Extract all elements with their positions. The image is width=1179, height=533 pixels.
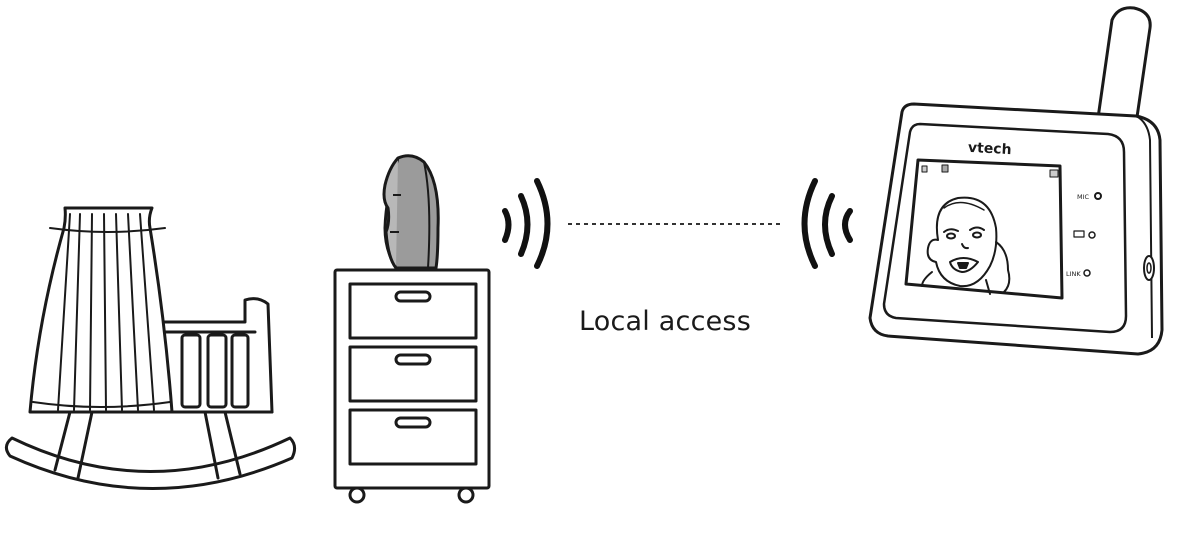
link-indicator-label: LINK: [1066, 270, 1081, 278]
baby-camera-unit: [382, 154, 440, 270]
parent-monitor-unit: [868, 6, 1164, 356]
baby-face-screen-image: [921, 196, 1011, 295]
cradle-illustration: [5, 206, 297, 490]
dresser-illustration: [333, 268, 491, 504]
local-access-caption: Local access: [579, 306, 751, 337]
signal-waves-left-icon: [502, 178, 551, 269]
signal-waves-right-icon: [801, 178, 853, 269]
monitor-brand-logo: vtech: [968, 140, 1012, 158]
mic-indicator-label: MIC: [1077, 193, 1090, 201]
